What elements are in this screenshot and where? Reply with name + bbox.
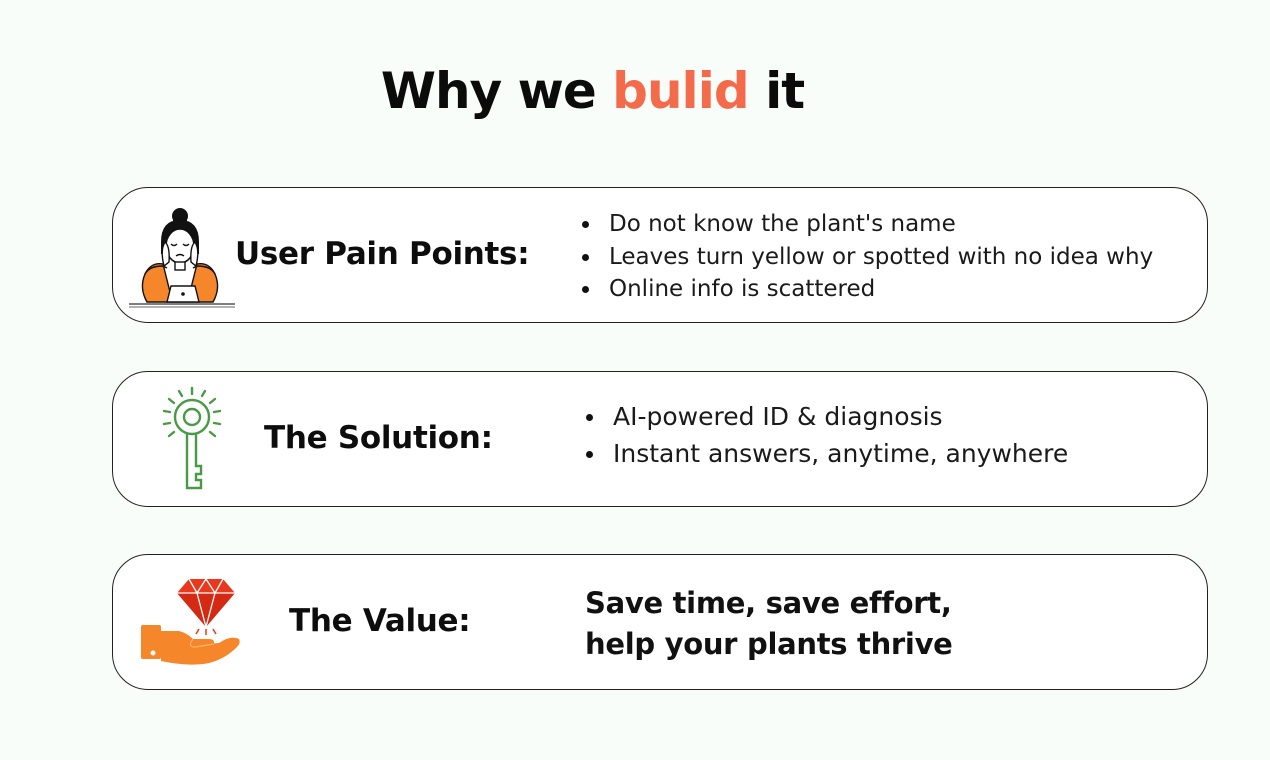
page-title: Why we bulid it: [0, 62, 1185, 120]
solution-list: AI-powered ID & diagnosis Instant answer…: [585, 398, 1068, 472]
value-statement: Save time, save effort, help your plants…: [585, 583, 953, 665]
stressed-person-at-laptop-icon: [127, 206, 239, 310]
list-item: Instant answers, anytime, anywhere: [585, 435, 1068, 472]
title-prefix: Why we: [380, 62, 597, 120]
pain-points-heading: User Pain Points:: [235, 236, 530, 272]
hand-holding-gem-icon: [139, 577, 243, 669]
title-suffix: it: [765, 62, 805, 120]
solution-card: The Solution: AI-powered ID & diagnosis …: [112, 371, 1208, 507]
glowing-key-icon: [155, 386, 229, 492]
list-item: Online info is scattered: [581, 273, 1153, 306]
value-line: Save time, save effort,: [585, 586, 952, 620]
list-item: Leaves turn yellow or spotted with no id…: [581, 241, 1153, 274]
list-item: AI-powered ID & diagnosis: [585, 398, 1068, 435]
value-heading: The Value:: [289, 603, 471, 639]
list-item: Do not know the plant's name: [581, 208, 1153, 241]
pain-points-list: Do not know the plant's name Leaves turn…: [581, 208, 1153, 306]
solution-heading: The Solution:: [264, 420, 493, 456]
value-line: help your plants thrive: [585, 627, 953, 661]
title-accent: bulid: [612, 62, 749, 120]
value-card: The Value: Save time, save effort, help …: [112, 554, 1208, 690]
pain-points-card: User Pain Points: Do not know the plant'…: [112, 187, 1208, 323]
